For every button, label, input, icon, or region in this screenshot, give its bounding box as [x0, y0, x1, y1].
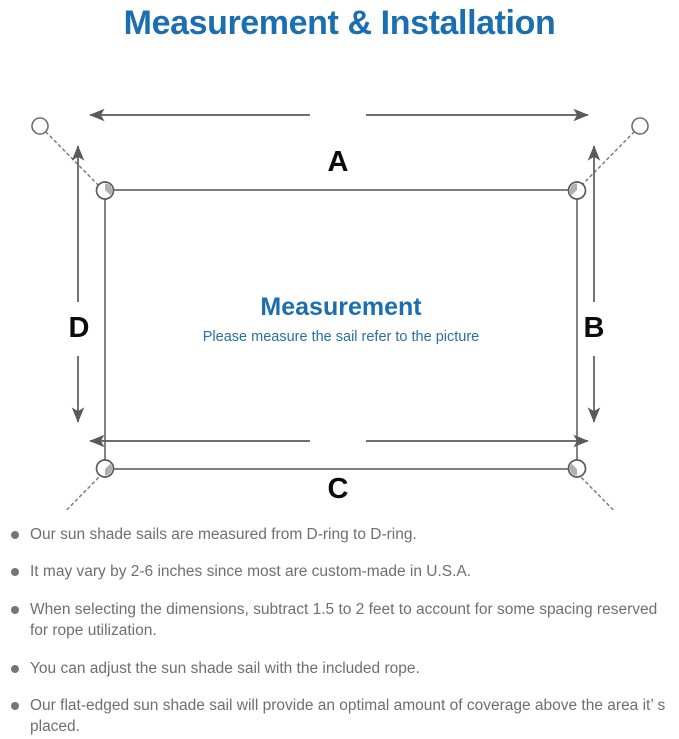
note-text: When selecting the dimensions, subtract …: [30, 600, 658, 640]
sail-subheading: Please measure the sail refer to the pic…: [202, 329, 480, 345]
dimension-label-d: D: [68, 312, 90, 344]
rope-line-bottom-left: [65, 472, 104, 510]
rope-line-top-right: [576, 131, 635, 191]
bullet-icon: [11, 664, 19, 673]
rope-line-top-left: [45, 131, 104, 191]
dimension-label-a: A: [327, 146, 349, 178]
dimension-label-c: C: [327, 473, 349, 505]
page-title: Measurement & Installation: [123, 4, 556, 42]
note-text: Our flat-edged sun shade sail will provi…: [30, 696, 666, 736]
list-item: You can adjust the sun shade sail with t…: [0, 658, 679, 679]
list-item: When selecting the dimensions, subtract …: [0, 599, 679, 642]
note-text: Our sun shade sails are measured from D-…: [30, 526, 417, 543]
note-text: You can adjust the sun shade sail with t…: [30, 659, 420, 677]
note-text: It may vary by 2-6 inches since most are…: [30, 563, 472, 581]
bullet-icon: [11, 568, 19, 577]
bullet-icon: [11, 605, 19, 614]
anchor-top-right-icon: [631, 117, 649, 135]
notes-list: Our sun shade sails are measured from D-…: [0, 524, 679, 739]
rope-line-bottom-right: [576, 472, 615, 510]
sail-rectangle: [104, 189, 578, 470]
bullet-icon: [11, 531, 19, 539]
sail-measurement-diagram: Measurement Please measure the sail refe…: [0, 50, 679, 510]
dimension-label-b: B: [583, 312, 605, 344]
list-item: It may vary by 2-6 inches since most are…: [0, 561, 679, 582]
list-item: Our flat-edged sun shade sail will provi…: [0, 695, 679, 738]
list-item: Our sun shade sails are measured from D-…: [0, 524, 679, 545]
bullet-icon: [11, 701, 19, 710]
sail-heading: Measurement: [260, 293, 422, 321]
anchor-top-left-icon: [31, 117, 49, 135]
